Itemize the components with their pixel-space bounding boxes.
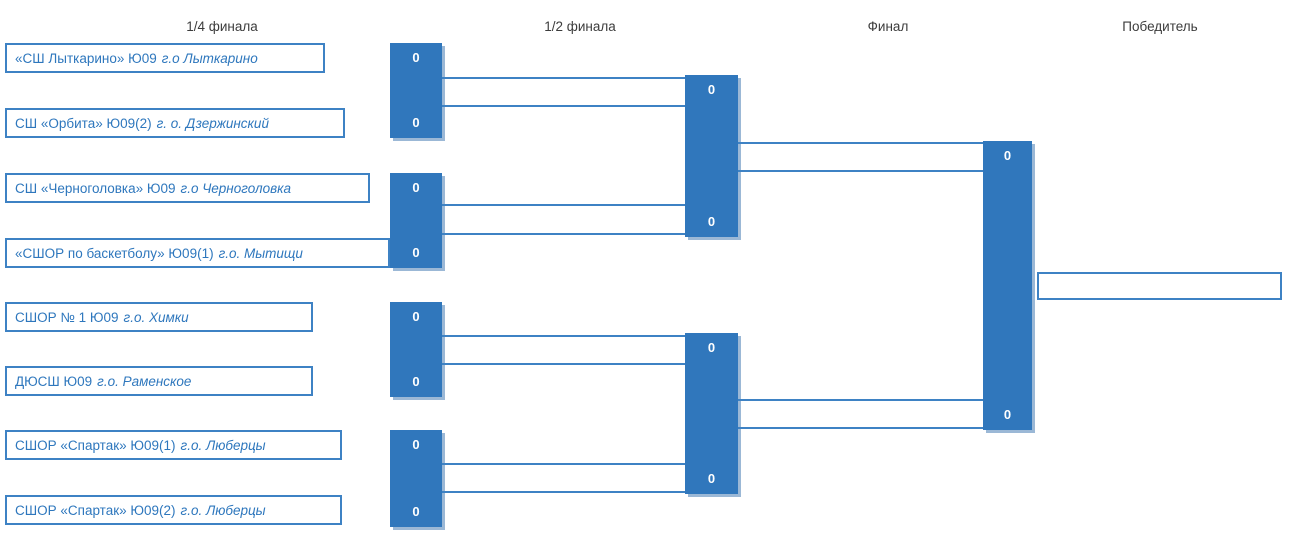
team-city: г.о. Химки bbox=[123, 309, 189, 325]
score-value: 0 bbox=[412, 437, 420, 452]
connector-qf3-sf2 bbox=[442, 335, 685, 365]
team-name: «СШ Лыткарино» Ю09 bbox=[15, 50, 157, 66]
quarterfinal-score-box-1: 0 0 bbox=[390, 43, 442, 138]
team-city: г.о. Раменское bbox=[97, 373, 192, 389]
team-box-3: СШ «Черноголовка» Ю09 г.о Черноголовка bbox=[5, 173, 370, 203]
team-city: г.о. Мытищи bbox=[218, 245, 303, 261]
score-value: 0 bbox=[412, 180, 420, 195]
score-value: 0 bbox=[412, 245, 420, 260]
team-box-5: СШОР № 1 Ю09 г.о. Химки bbox=[5, 302, 313, 332]
connector-qf2-sf1 bbox=[442, 204, 685, 235]
score-value: 0 bbox=[412, 374, 420, 389]
score-value: 0 bbox=[1003, 407, 1012, 422]
connector-sf2-final bbox=[738, 399, 983, 429]
team-name: СШОР «Спартак» Ю09(1) bbox=[15, 437, 176, 453]
round-header-quarterfinal: 1/4 финала bbox=[186, 19, 258, 34]
final-score-box: 0 0 bbox=[983, 141, 1032, 430]
quarterfinal-score-box-4: 0 0 bbox=[390, 430, 442, 527]
score-value: 0 bbox=[1003, 148, 1012, 163]
round-header-semifinal: 1/2 финала bbox=[544, 19, 616, 34]
team-city: г.о. Люберцы bbox=[180, 437, 266, 453]
winner-box bbox=[1037, 272, 1282, 300]
round-header-winner: Победитель bbox=[1122, 19, 1198, 34]
connector-qf4-sf2 bbox=[442, 463, 685, 493]
quarterfinal-score-box-2: 0 0 bbox=[390, 173, 442, 268]
team-box-4: «СШОР по баскетболу» Ю09(1) г.о. Мытищи bbox=[5, 238, 390, 268]
connector-sf1-final bbox=[738, 142, 983, 172]
score-value: 0 bbox=[707, 471, 716, 486]
score-value: 0 bbox=[707, 340, 716, 355]
score-value: 0 bbox=[707, 82, 716, 97]
score-value: 0 bbox=[412, 50, 420, 65]
semifinal-score-box-1: 0 0 bbox=[685, 75, 738, 237]
team-box-2: СШ «Орбита» Ю09(2) г. о. Дзержинский bbox=[5, 108, 345, 138]
team-name: СШ «Черноголовка» Ю09 bbox=[15, 180, 176, 196]
team-city: г.о. Люберцы bbox=[180, 502, 266, 518]
score-value: 0 bbox=[707, 214, 716, 229]
team-box-7: СШОР «Спартак» Ю09(1) г.о. Люберцы bbox=[5, 430, 342, 460]
team-name: СШОР «Спартак» Ю09(2) bbox=[15, 502, 176, 518]
connector-qf1-sf1 bbox=[442, 77, 685, 107]
team-box-8: СШОР «Спартак» Ю09(2) г.о. Люберцы bbox=[5, 495, 342, 525]
score-value: 0 bbox=[412, 309, 420, 324]
team-name: «СШОР по баскетболу» Ю09(1) bbox=[15, 245, 214, 261]
team-box-6: ДЮСШ Ю09 г.о. Раменское bbox=[5, 366, 313, 396]
score-value: 0 bbox=[412, 504, 420, 519]
score-value: 0 bbox=[412, 115, 420, 130]
round-header-final: Финал bbox=[867, 19, 909, 34]
team-name: СШ «Орбита» Ю09(2) bbox=[15, 115, 152, 131]
team-name: ДЮСШ Ю09 bbox=[15, 373, 93, 389]
team-city: г. о. Дзержинский bbox=[156, 115, 269, 131]
semifinal-score-box-2: 0 0 bbox=[685, 333, 738, 494]
team-city: г.о Черноголовка bbox=[180, 180, 292, 196]
team-box-1: «СШ Лыткарино» Ю09 г.о Лыткарино bbox=[5, 43, 325, 73]
team-name: СШОР № 1 Ю09 bbox=[15, 309, 119, 325]
quarterfinal-score-box-3: 0 0 bbox=[390, 302, 442, 397]
team-city: г.о Лыткарино bbox=[161, 50, 258, 66]
